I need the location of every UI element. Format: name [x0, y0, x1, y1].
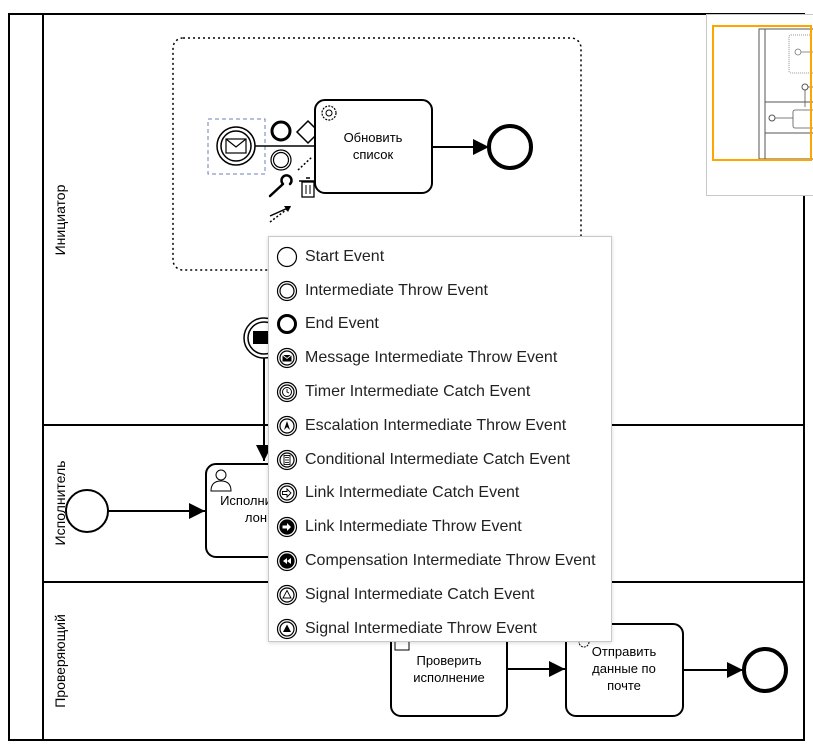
- menu-item-label: Escalation Intermediate Throw Event: [305, 416, 567, 434]
- intermediate-throw-event-icon: [276, 280, 298, 301]
- menu-item-conditional-intermediate-catch-event[interactable]: Conditional Intermediate Catch Event: [269, 443, 611, 477]
- menu-item-signal-intermediate-throw-event[interactable]: Signal Intermediate Throw Event: [269, 612, 611, 646]
- task-label: данные по: [592, 661, 656, 676]
- escalation-throw-event-icon: [276, 415, 298, 436]
- menu-item-label: Message Intermediate Throw Event: [305, 349, 558, 367]
- menu-item-signal-intermediate-catch-event[interactable]: Signal Intermediate Catch Event: [269, 578, 611, 612]
- menu-item-start-event[interactable]: Start Event: [269, 240, 611, 274]
- task-label: Исполни: [220, 493, 272, 508]
- minimap-viewport[interactable]: [712, 25, 812, 161]
- link-throw-event-icon: [276, 517, 298, 538]
- service-task-update-list[interactable]: Обновить список: [314, 99, 433, 194]
- wrench-icon[interactable]: [268, 174, 293, 198]
- task-label: исполнение: [413, 670, 484, 685]
- end-event[interactable]: [742, 647, 788, 693]
- signal-throw-event-icon: [276, 618, 298, 639]
- task-label: Отправить: [592, 644, 657, 659]
- menu-item-escalation-intermediate-throw-event[interactable]: Escalation Intermediate Throw Event: [269, 409, 611, 443]
- lane-label-reviewer: Проверяющий: [52, 614, 68, 708]
- task-label: список: [353, 147, 394, 162]
- menu-item-link-intermediate-catch-event[interactable]: Link Intermediate Catch Event: [269, 477, 611, 511]
- menu-item-label: Link Intermediate Throw Event: [305, 518, 522, 536]
- pool[interactable]: [8, 13, 805, 741]
- message-start-event[interactable]: [216, 126, 256, 166]
- menu-item-label: Signal Intermediate Throw Event: [305, 619, 537, 637]
- gear-icon: [321, 105, 337, 121]
- message-throw-event-icon: [276, 348, 298, 369]
- menu-item-label: Start Event: [305, 247, 385, 265]
- start-event[interactable]: [65, 489, 109, 533]
- menu-item-label: Link Intermediate Catch Event: [305, 484, 520, 502]
- send-task[interactable]: Отправить данные по почте: [565, 623, 684, 717]
- menu-item-label: Conditional Intermediate Catch Event: [305, 450, 571, 468]
- menu-item-label: Compensation Intermediate Throw Event: [305, 552, 596, 570]
- menu-item-label: Signal Intermediate Catch Event: [305, 585, 535, 603]
- end-event[interactable]: [487, 124, 533, 170]
- link-catch-event-icon: [276, 483, 298, 504]
- menu-item-label: Timer Intermediate Catch Event: [305, 383, 531, 401]
- menu-item-intermediate-throw-event[interactable]: Intermediate Throw Event: [269, 274, 611, 308]
- minimap-preview: [758, 28, 813, 160]
- menu-item-compensation-intermediate-throw-event[interactable]: Compensation Intermediate Throw Event: [269, 544, 611, 578]
- timer-catch-event-icon: [276, 381, 298, 403]
- compensation-throw-event-icon: [276, 550, 298, 572]
- menu-item-label: End Event: [305, 315, 379, 333]
- menu-item-message-intermediate-throw-event[interactable]: Message Intermediate Throw Event: [269, 341, 611, 375]
- signal-catch-event-icon: [276, 584, 298, 605]
- task-label: лон: [245, 510, 267, 525]
- menu-item-link-intermediate-throw-event[interactable]: Link Intermediate Throw Event: [269, 510, 611, 544]
- connect-icon[interactable]: [269, 206, 291, 223]
- replace-menu[interactable]: Start Event Intermediate Throw Event End…: [268, 236, 612, 642]
- user-icon: [210, 469, 232, 492]
- context-pad[interactable]: [268, 119, 348, 223]
- start-event-icon: [276, 246, 298, 267]
- append-end-event-icon[interactable]: [270, 120, 292, 142]
- minimap[interactable]: [706, 14, 813, 196]
- task-label: почте: [607, 678, 641, 693]
- conditional-catch-event-icon: [276, 449, 298, 470]
- lane-label-executor: Исполнитель: [52, 461, 68, 546]
- end-event-icon: [277, 314, 297, 335]
- delete-icon[interactable]: [299, 177, 317, 198]
- lane-label-initiator: Инициатор: [52, 184, 68, 255]
- task-label: Проверить: [416, 653, 481, 668]
- menu-item-label: Intermediate Throw Event: [305, 281, 488, 299]
- menu-item-timer-intermediate-catch-event[interactable]: Timer Intermediate Catch Event: [269, 375, 611, 409]
- task-label: Обновить: [344, 130, 403, 145]
- menu-item-end-event[interactable]: End Event: [269, 308, 611, 342]
